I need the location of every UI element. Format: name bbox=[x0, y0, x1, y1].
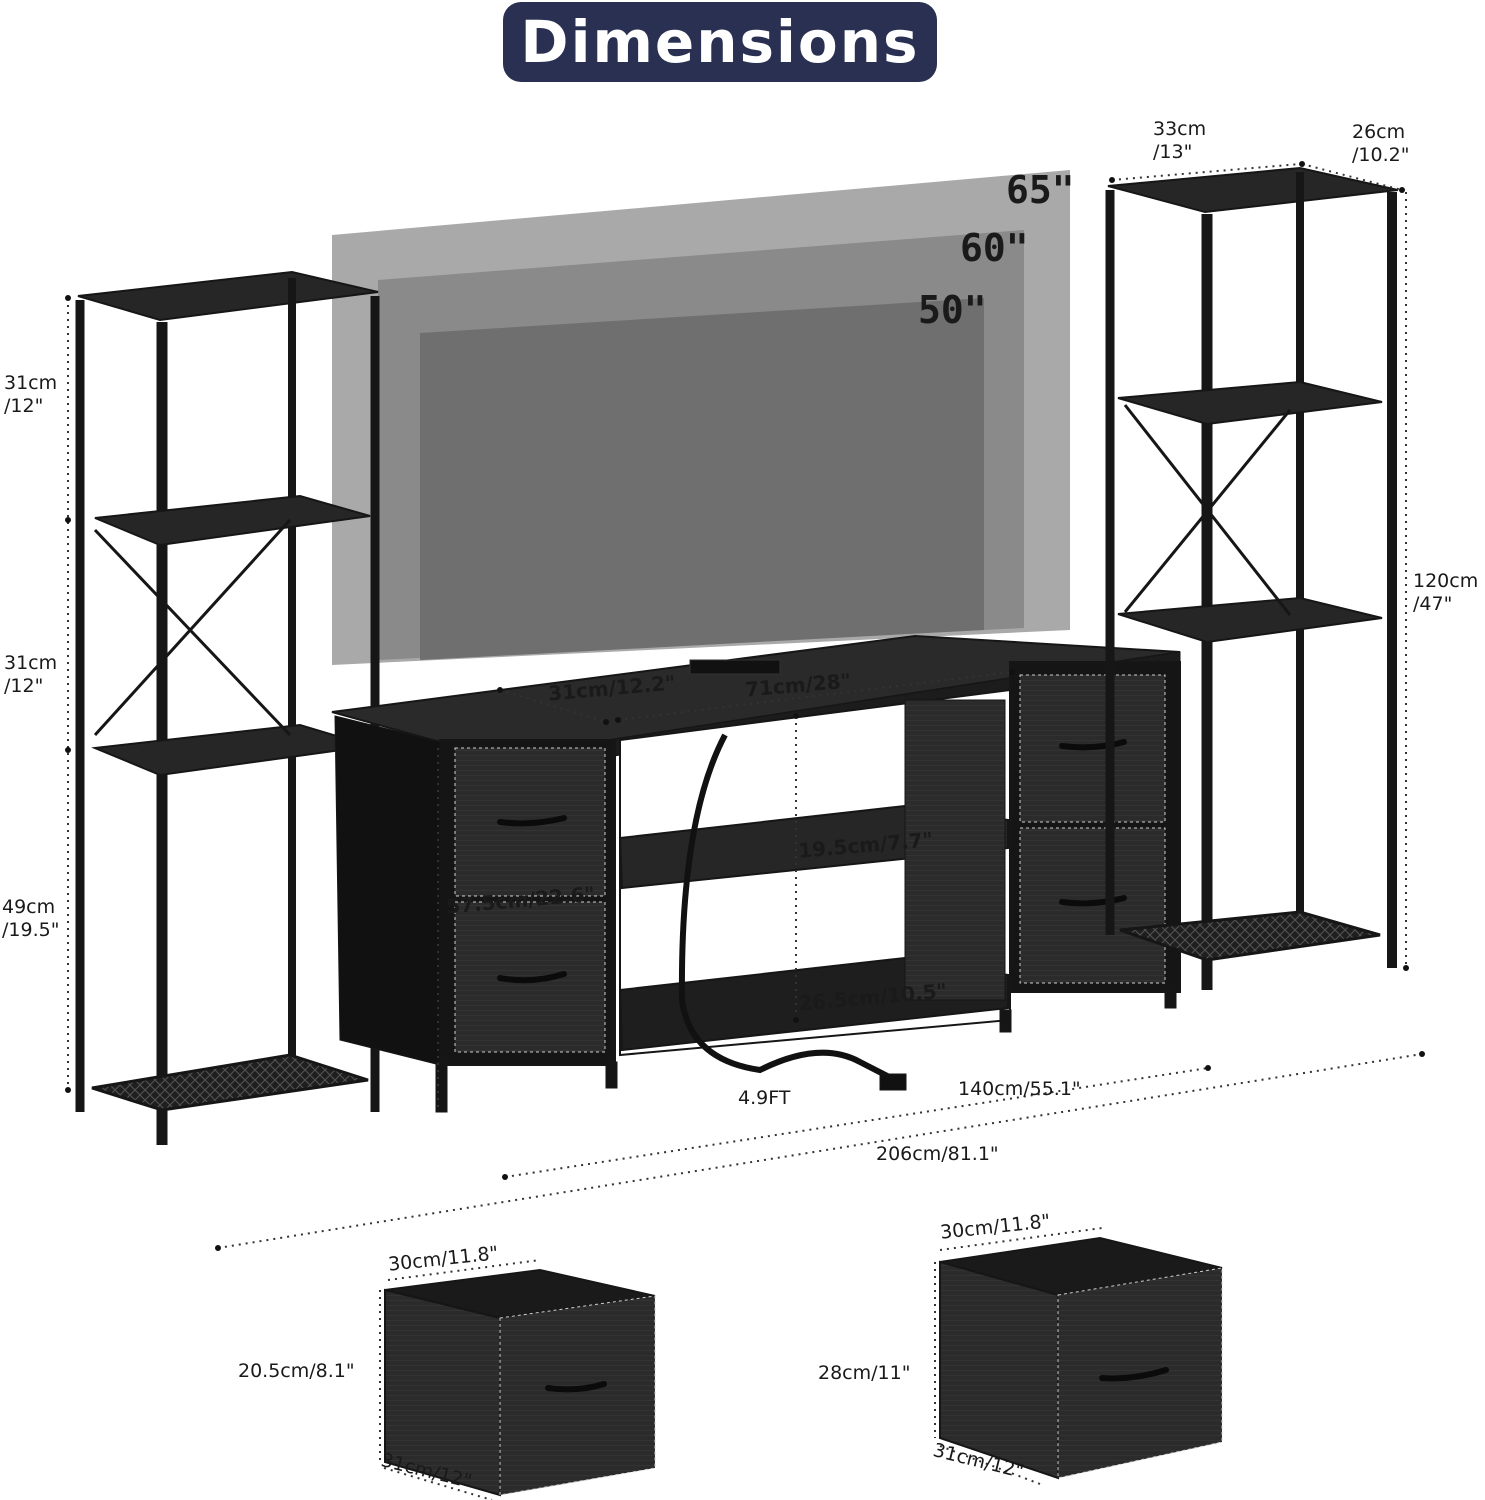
power-plug bbox=[879, 1073, 907, 1091]
right-tower-mesh-shelf bbox=[1119, 910, 1381, 962]
dimensions-badge: Dimensions bbox=[503, 2, 937, 82]
left-tower-bottom-section-label: 49cm /19.5" bbox=[2, 896, 60, 941]
dimension-lines bbox=[67, 163, 1423, 1500]
tv-size-50-label: 50" bbox=[918, 288, 987, 332]
right-tower bbox=[1105, 166, 1399, 990]
tv-stand bbox=[331, 634, 1181, 1113]
right-tower-depth-label: 26cm /10.2" bbox=[1352, 121, 1410, 166]
dimension-dots bbox=[65, 161, 1425, 1251]
drawer-front-2 bbox=[454, 901, 606, 1053]
power-cable bbox=[678, 733, 907, 1088]
drawer-handles bbox=[497, 739, 1127, 984]
right-tower-shelf-2 bbox=[1117, 596, 1383, 644]
small-drawer-height-label: 20.5cm/8.1" bbox=[238, 1360, 355, 1382]
right-tower-shelf-1 bbox=[1117, 380, 1383, 426]
left-tower-mesh-shelf bbox=[91, 1053, 369, 1112]
tv-stand-width-label: 140cm/55.1" bbox=[958, 1078, 1081, 1100]
left-tower-shelf-2 bbox=[91, 723, 371, 777]
page-title: Dimensions bbox=[520, 8, 920, 76]
tv-stand-left-side bbox=[334, 715, 441, 1066]
right-tower-width-label: 33cm /13" bbox=[1153, 118, 1207, 163]
left-tower-top-section-label: 31cm /12" bbox=[4, 372, 58, 417]
power-strip bbox=[689, 659, 781, 675]
tv-stand-inner-fabric bbox=[904, 699, 1006, 1001]
tv-50-silhouette bbox=[420, 298, 984, 660]
large-drawer-height-label: 28cm/11" bbox=[818, 1362, 911, 1384]
right-tower-height-label: 120cm /47" bbox=[1413, 570, 1479, 615]
small-drawer-bin bbox=[384, 1268, 656, 1497]
tv-silhouettes bbox=[332, 170, 1070, 665]
total-width-label: 206cm/81.1" bbox=[876, 1143, 999, 1165]
cord-length-label: 4.9FT bbox=[738, 1087, 791, 1109]
left-tower-top-shelf bbox=[77, 270, 379, 322]
left-tower-shelf-1 bbox=[94, 494, 371, 547]
left-tower bbox=[75, 270, 380, 1145]
right-tower-top-shelf bbox=[1107, 166, 1399, 214]
large-drawer-bin bbox=[939, 1236, 1223, 1480]
tv-stand-legs bbox=[435, 989, 1177, 1113]
left-tower-mid-section-label: 31cm /12" bbox=[4, 652, 58, 697]
tv-size-65-label: 65" bbox=[1006, 168, 1075, 212]
tv-size-60-label: 60" bbox=[960, 226, 1029, 270]
